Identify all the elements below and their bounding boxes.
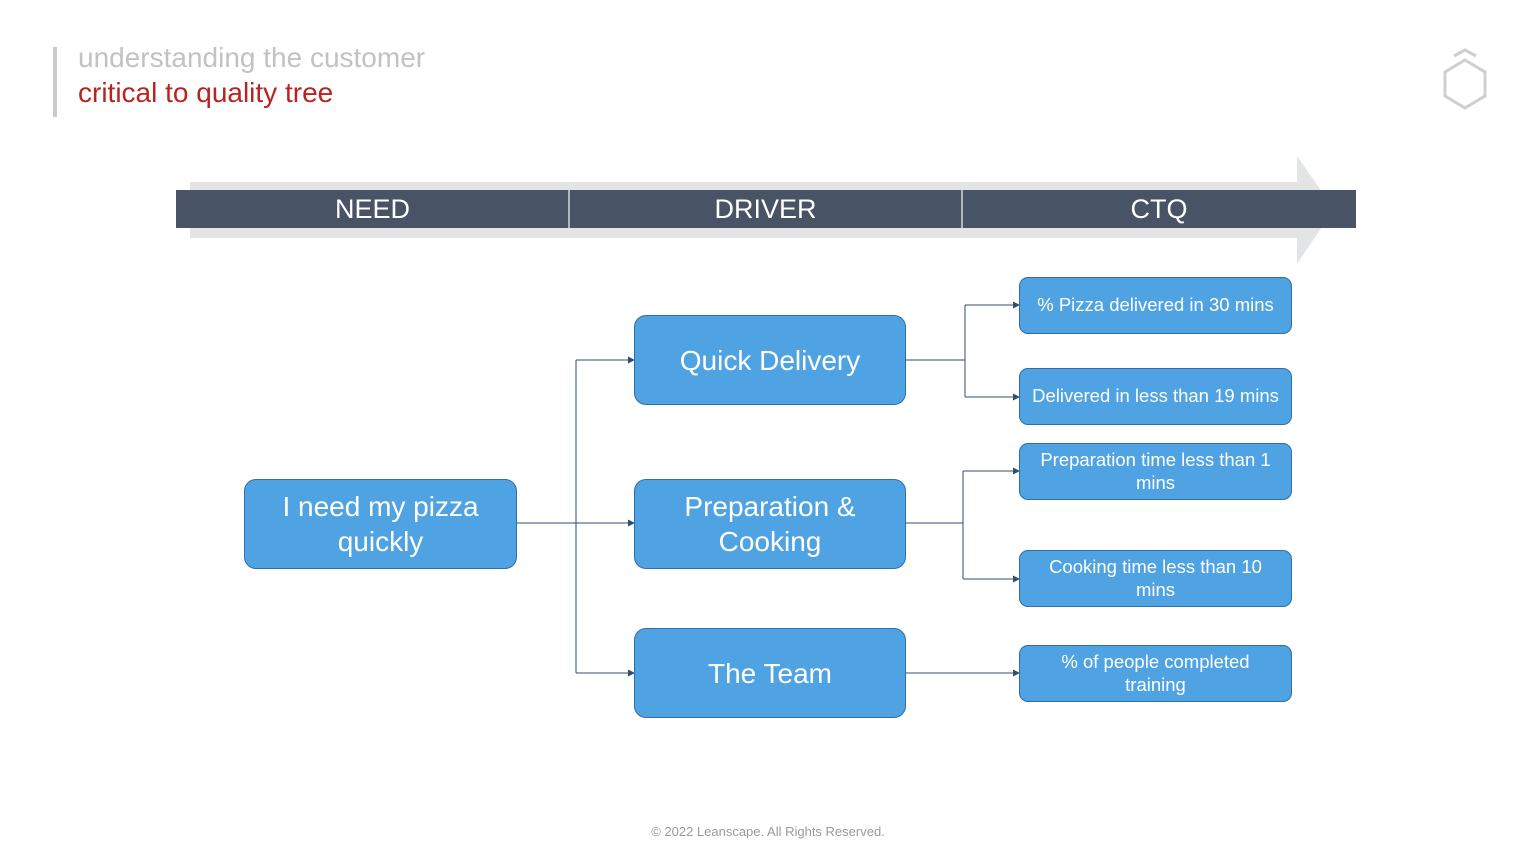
- need-node: I need my pizza quickly: [244, 479, 517, 569]
- column-header-need: NEED: [334, 194, 410, 224]
- driver-node-preparation-cooking: Preparation & Cooking: [634, 479, 906, 569]
- ctq-node-cooking-time: Cooking time less than 10 mins: [1019, 550, 1292, 607]
- ctq-node-training: % of people completed training: [1019, 645, 1292, 702]
- title-accent-bar: [53, 47, 57, 117]
- driver-node-the-team: The Team: [634, 628, 906, 718]
- column-header-ctq: CTQ: [1130, 194, 1188, 224]
- ctq-label: % of people completed training: [1061, 650, 1250, 695]
- page-title: critical to quality tree: [78, 77, 334, 108]
- copyright-footer: © 2022 Leanscape. All Rights Reserved.: [651, 824, 885, 839]
- ctq-label: Delivered in less than 19 mins: [1032, 385, 1279, 407]
- driver-connectors: [906, 301, 1020, 677]
- page-subtitle: understanding the customer: [78, 42, 426, 73]
- column-header-driver: DRIVER: [714, 194, 817, 224]
- driver-label: Quick Delivery: [679, 344, 861, 376]
- ctq-node-delivered-19: Delivered in less than 19 mins: [1019, 368, 1292, 425]
- hexagon-logo-icon: [1443, 48, 1487, 110]
- column-header-band: [176, 190, 1356, 228]
- need-label: I need my pizza quickly: [282, 491, 479, 557]
- ctq-label: Preparation time less than 1 mins: [1040, 448, 1271, 493]
- driver-label: Preparation & Cooking: [684, 491, 856, 557]
- driver-node-quick-delivery: Quick Delivery: [634, 315, 906, 405]
- ctq-label: Cooking time less than 10 mins: [1049, 555, 1262, 600]
- ctq-node-pizza-delivered-30: % Pizza delivered in 30 mins: [1019, 277, 1292, 334]
- driver-label: The Team: [708, 657, 832, 689]
- ctq-node-preparation-time: Preparation time less than 1 mins: [1019, 443, 1292, 500]
- ctq-label: % Pizza delivered in 30 mins: [1037, 294, 1274, 316]
- need-connectors: [517, 356, 635, 677]
